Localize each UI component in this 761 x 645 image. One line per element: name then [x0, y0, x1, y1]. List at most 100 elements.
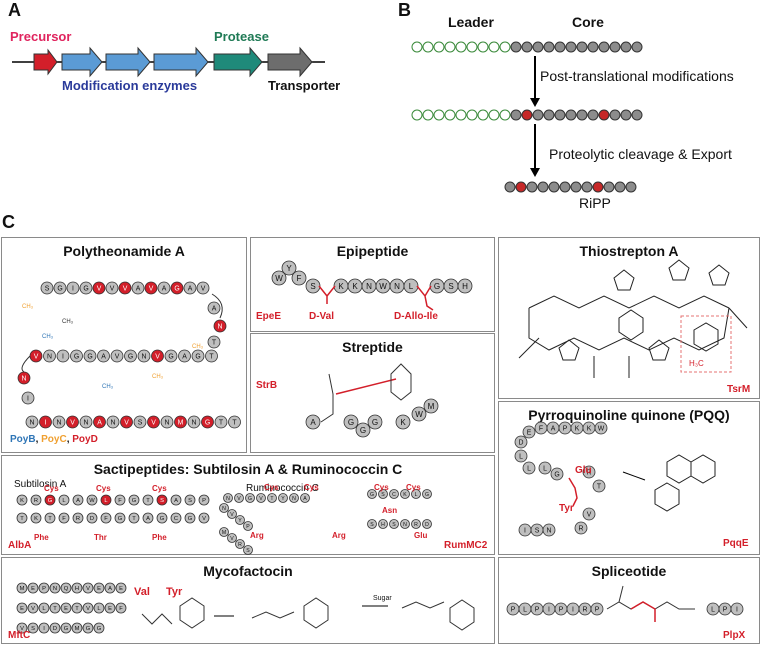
residue-letter: L [97, 606, 100, 612]
residue-letter: V [230, 512, 234, 518]
residue-letter: K [352, 282, 358, 291]
residue-letter: R [583, 607, 588, 614]
svg-text:H₃C: H₃C [689, 359, 704, 368]
sacti-mod-label: Phe [152, 533, 167, 542]
residue-letter: I [736, 607, 738, 614]
residue-letter: E [527, 430, 532, 437]
residue-bead [422, 489, 432, 499]
residue-letter: R [238, 542, 242, 548]
residue-letter: A [146, 516, 150, 522]
rum-arg-label: Arg [250, 531, 264, 540]
residue-letter: A [97, 420, 102, 427]
residue-bead [44, 512, 56, 524]
residue-letter: N [84, 420, 89, 427]
residue-letter: G [128, 354, 133, 361]
residue-letter: A [101, 354, 106, 361]
thiostrepton-box: Thiostrepton A H₃C TsrM [498, 237, 760, 399]
residue-bead [184, 512, 196, 524]
rum-cys-label: Cys [264, 483, 279, 492]
residue-letter: S [448, 282, 453, 291]
residue-letter: E [20, 606, 24, 612]
residue-bead [411, 489, 421, 499]
residue-letter: V [86, 586, 90, 592]
residue-letter: G [174, 286, 179, 293]
poyc-label: PoyC [41, 434, 67, 445]
core-residue [526, 181, 538, 193]
poly-residue [97, 349, 110, 363]
residue-letter: E [97, 586, 101, 592]
residue-bead [170, 512, 182, 524]
residue-letter: I [45, 420, 47, 427]
rum-asn-label: Asn [382, 506, 397, 515]
residue-letter: V [110, 286, 115, 293]
residue-letter: L [104, 498, 107, 504]
residue-bead [550, 467, 564, 481]
residue-letter: Y [281, 496, 285, 502]
residue-letter: G [434, 282, 440, 291]
poly-residue [124, 349, 137, 363]
residue-bead [518, 523, 532, 537]
core-residue [559, 181, 571, 193]
core-residue [581, 181, 593, 193]
residue-bead [281, 260, 297, 276]
core-residue [620, 41, 632, 53]
splice-modification [630, 601, 656, 622]
residue-letter: R [76, 516, 80, 522]
myco-residue [93, 602, 105, 614]
residue-letter: G [160, 516, 165, 522]
residue-letter: G [205, 420, 210, 427]
residue-bead [235, 539, 245, 549]
residue-bead [367, 414, 383, 430]
residue-bead [234, 493, 244, 503]
leader-residue [477, 109, 489, 121]
core-residue [554, 109, 566, 121]
residue-bead [522, 425, 536, 439]
pqq-ring [666, 454, 692, 484]
residue-letter: M [222, 530, 226, 536]
peptide-chain-diagram [411, 41, 643, 193]
residue-bead [198, 494, 210, 506]
myco-tyr-ring [141, 597, 205, 629]
residue-letter: K [34, 516, 38, 522]
poly-residue [160, 415, 174, 429]
d-val-label: D-Val [309, 311, 335, 322]
poly-residue [196, 281, 210, 295]
residue-letter: M [75, 626, 80, 632]
residue-letter: L [409, 282, 414, 291]
residue-letter: V [31, 606, 35, 612]
core-residue [609, 41, 621, 53]
residue-letter: W [275, 274, 283, 283]
residue-letter: S [535, 528, 540, 535]
residue-bead [305, 414, 321, 430]
leader-residue [466, 109, 478, 121]
core-residue [587, 41, 599, 53]
residue-bead [582, 507, 596, 521]
residue-bead [411, 406, 427, 422]
alba-label: AlbA [8, 540, 32, 551]
residue-letter: V [237, 496, 241, 502]
residue-bead [367, 489, 377, 499]
residue-letter: G [248, 496, 252, 502]
residue-bead [300, 493, 310, 503]
methyl-group: CH₃ [192, 344, 204, 350]
residue-letter: I [524, 528, 526, 535]
streptide-backbone [320, 363, 412, 423]
residue-letter: H [381, 522, 385, 528]
transporter-label: Transporter [268, 78, 341, 93]
core-residue [598, 109, 610, 121]
protease-label: Protease [214, 29, 269, 44]
residue-letter: P [202, 498, 206, 504]
myco-residue [27, 622, 39, 634]
residue-letter: L [42, 606, 45, 612]
rum-cys-label: Cys [304, 483, 319, 492]
poly-residue [110, 349, 124, 363]
residue-letter: K [403, 492, 407, 498]
residue-letter: T [597, 484, 602, 491]
residue-letter: N [403, 522, 407, 528]
residue-letter: K [20, 498, 24, 504]
splice-residue [590, 602, 604, 616]
methyl-group: CH₃ [102, 384, 114, 390]
residue-letter: N [192, 420, 197, 427]
